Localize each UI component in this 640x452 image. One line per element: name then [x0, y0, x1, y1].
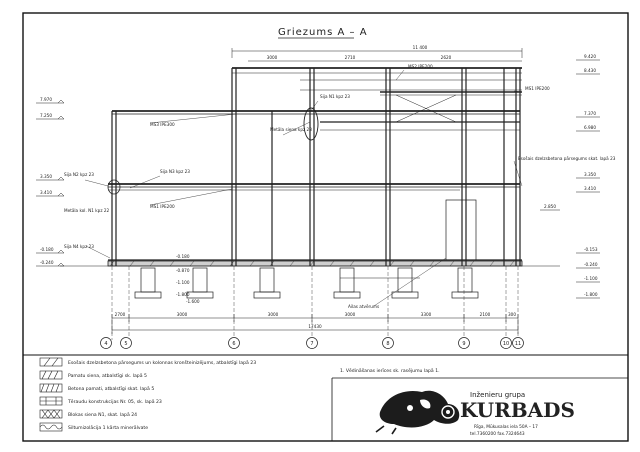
elev-right-2: 8.430: [584, 68, 596, 73]
elev-right-11: -1.800: [584, 292, 598, 297]
label-rigel-4: MS1 IPE200: [525, 86, 550, 91]
axis-bubble-8: [382, 337, 394, 349]
company-name-big: KURBADS: [460, 398, 575, 422]
elev-right-5: 3.350: [584, 172, 596, 177]
legend-item-2: [39, 370, 63, 380]
axis-bubble-11: [512, 337, 524, 349]
label-beam-low: Sija N4 kpz 23: [64, 244, 94, 249]
elev-right-1: 9.420: [584, 54, 596, 59]
legend-text-5: Blokas siena N1, skat. lapā 24: [68, 412, 137, 418]
legend-texts: Esošais dzelzsbetona pārsegums un kolonn…: [67, 359, 256, 431]
legend-item-1: [39, 357, 63, 367]
label-wall: Metāla siena kpz 23: [270, 127, 312, 132]
company-phones: tel.7360200 fax.7324643: [470, 431, 525, 437]
sheet-border: [22, 12, 629, 442]
logo-horse-icon: [379, 390, 460, 428]
elev-right-6: 3.410: [584, 186, 596, 191]
elevations-left: 7.970 7.250 3.350 3.410 -0.180 -0.240: [40, 97, 54, 265]
dim-top-2: 2710: [345, 55, 356, 60]
axis-label-7: 7: [310, 341, 313, 347]
drawing-title: Griezums A – A: [278, 27, 368, 38]
axis-bubbles: [100, 337, 524, 349]
axis-bubble-5: [120, 337, 132, 349]
elev-inner-3: -1.100: [176, 280, 190, 285]
legend-item-6: [39, 422, 63, 432]
elev-inner-2: -0.870: [176, 268, 190, 273]
company-name-small: Inženieru grupa: [470, 391, 525, 399]
dim-bottom-total: 17430: [308, 324, 322, 329]
dim-bottom-5: 3300: [421, 312, 432, 317]
dim-bottom-4: 3000: [345, 312, 356, 317]
dim-bottom-2: 3000: [177, 312, 188, 317]
axis-label-9: 9: [462, 341, 465, 347]
elev-left-2: 7.250: [40, 113, 52, 118]
elevations-inner: -0.180 -0.870 -1.100 -1.800 -1.600: [176, 254, 200, 304]
elev-left-1: 7.970: [40, 97, 52, 102]
elev-left-6: -0.240: [40, 260, 54, 265]
legend-item-4: [39, 396, 63, 406]
legend-text-6: Siltumizolācija 1 kārta minerālvate: [68, 425, 148, 431]
elev-right-10: -1.100: [584, 276, 598, 281]
elev-right-8: -0.153: [584, 247, 598, 252]
legend-text-2: Pamatu siena, atbalstīgi sk. lapā 5: [68, 373, 147, 379]
elevations-right: 9.420 8.430 7.370 6.980 3.350 3.410 2.85…: [544, 54, 598, 297]
dim-bottom-1: 2700: [115, 312, 126, 317]
elev-left-4: 3.410: [40, 190, 52, 195]
label-rigel-2: MS3 IPE300: [150, 122, 175, 127]
axis-bubble-7: [306, 337, 318, 349]
dim-top-3: 2620: [441, 55, 452, 60]
elev-left-3: 3.350: [40, 174, 52, 179]
annotations: Sija N1 kpz 23 Sija N2 kpz 23 Sija N3 kp…: [64, 64, 616, 309]
label-rigel-1: MS2 IPE200: [408, 64, 433, 69]
company-logo: [375, 390, 460, 435]
elev-inner-4: -1.800: [176, 292, 190, 297]
legend: [39, 357, 63, 432]
axis-label-5: 5: [124, 341, 127, 347]
label-rigel-3: MS1 IPE200: [150, 204, 175, 209]
elev-right-7: 2.850: [544, 204, 556, 209]
axis-bubble-6: [228, 337, 240, 349]
label-column: Metāla kol. N1 kpz 22: [64, 208, 110, 213]
elev-inner-5: -1.600: [186, 299, 200, 304]
elev-left-5: -0.180: [40, 247, 54, 252]
legend-item-5: [39, 409, 63, 419]
label-opening: Ailas atvērums: [348, 304, 379, 309]
elev-right-9: -0.240: [584, 262, 598, 267]
section-structure: [36, 48, 600, 340]
axis-label-11: 11: [515, 341, 521, 347]
legend-text-3: Betona pamati, atbalstīgi skat. lapā 5: [68, 386, 154, 392]
legend-text-1: Esošais dzelzsbetona pārsegums un kolonn…: [68, 359, 256, 366]
legend-text-4: Tēraudu konstrukcijas Nr. 05, sk. lapā 2…: [67, 399, 162, 405]
top-dimensions: 11 400 3000 2710 2620: [267, 45, 452, 60]
label-beam-mid: Sija N2 kpz 23: [64, 172, 94, 177]
dim-top-total: 11 400: [413, 45, 428, 50]
elev-right-4: 6.980: [584, 125, 596, 130]
axis-labels: 4 5 6 7 8 9 10 11: [104, 341, 521, 347]
axis-label-6: 6: [232, 341, 235, 347]
label-beam-left: Sija N3 kpz 23: [160, 169, 190, 174]
dim-bottom-3: 3000: [268, 312, 279, 317]
axis-label-4: 4: [104, 341, 107, 347]
legend-item-3: [39, 383, 63, 393]
axis-label-10: 10: [503, 341, 509, 347]
label-slab: Esošais dzelzsbetona pārsegums skat. lap…: [518, 156, 616, 161]
axis-bubble-9: [458, 337, 470, 349]
company-address: Rīga, Mūkusalas iela 50A – 17: [474, 424, 538, 430]
elev-inner-1: -0.180: [176, 254, 190, 259]
axis-bubble-10: [500, 337, 512, 349]
bottom-dimensions: 2700 3000 3000 3000 3300 2100 300 17430: [115, 312, 517, 329]
dim-bottom-7: 300: [508, 312, 516, 317]
label-beam-top: Sija N1 kpz 23: [320, 94, 350, 99]
general-note: 1. Vēdināšanas ierīces sk. rasējumu lapā…: [340, 367, 440, 374]
axis-bubble-4: [100, 337, 112, 349]
axis-label-8: 8: [386, 341, 389, 347]
elev-right-3: 7.370: [584, 111, 596, 116]
dim-top-1: 3000: [267, 55, 278, 60]
dim-bottom-6: 2100: [480, 312, 491, 317]
